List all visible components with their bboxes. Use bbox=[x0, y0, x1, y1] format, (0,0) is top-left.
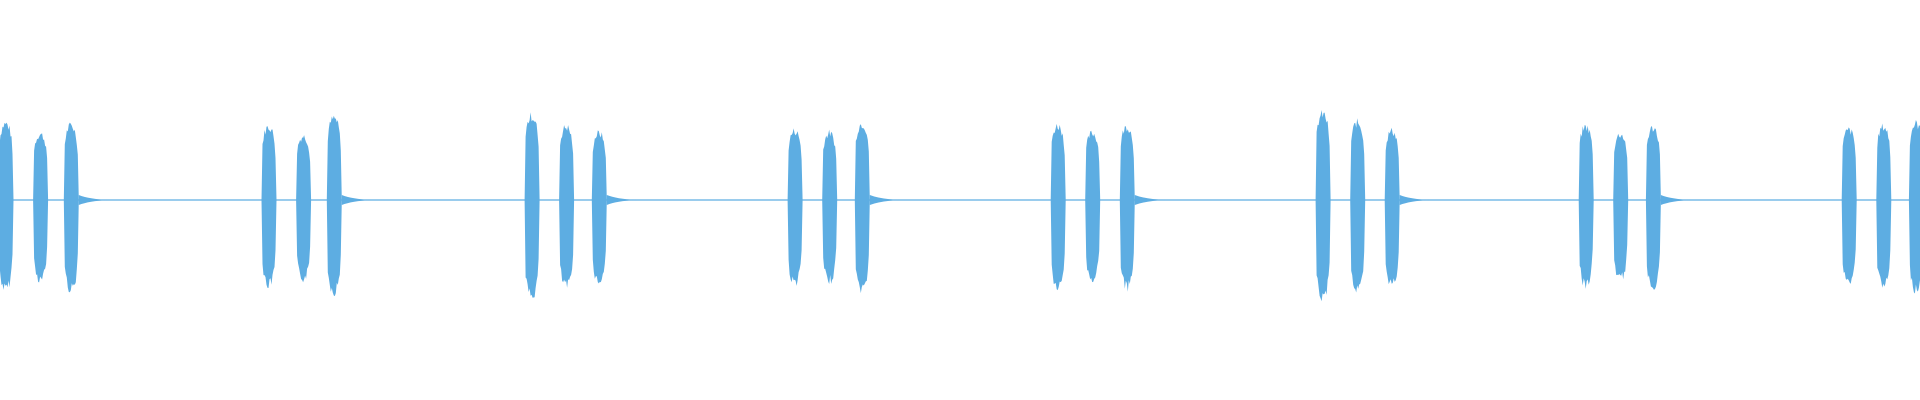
waveform-tail bbox=[1660, 195, 1691, 205]
waveform-burst bbox=[822, 129, 838, 284]
waveform-burst bbox=[63, 122, 79, 293]
waveform-burst bbox=[326, 115, 342, 297]
waveform-burst bbox=[524, 112, 540, 298]
waveform-tail bbox=[1399, 195, 1430, 205]
waveform-burst bbox=[296, 135, 312, 283]
waveform-burst bbox=[1645, 126, 1661, 290]
waveform-tail bbox=[869, 195, 900, 205]
waveform-burst bbox=[854, 124, 870, 294]
waveform-burst bbox=[787, 128, 803, 286]
waveform-burst bbox=[261, 126, 277, 288]
waveform-burst bbox=[1085, 130, 1101, 283]
waveform-burst bbox=[591, 130, 607, 284]
waveform-burst bbox=[0, 122, 14, 290]
waveform-tail bbox=[606, 195, 637, 205]
waveform-burst bbox=[1613, 133, 1629, 280]
waveform-tail bbox=[78, 195, 109, 205]
waveform-burst bbox=[1876, 123, 1892, 288]
waveform-burst bbox=[1841, 127, 1857, 284]
waveform-burst bbox=[559, 125, 575, 288]
waveform-burst bbox=[1315, 110, 1331, 302]
waveform-burst bbox=[1384, 127, 1400, 285]
waveform-burst bbox=[1119, 126, 1135, 292]
waveform-burst bbox=[1908, 120, 1920, 294]
waveform-burst bbox=[1050, 123, 1066, 291]
waveform-burst bbox=[1578, 125, 1594, 289]
waveform-burst bbox=[33, 133, 49, 283]
waveform-burst bbox=[1350, 118, 1366, 293]
waveform-tail bbox=[341, 195, 372, 205]
waveform-tail bbox=[1134, 195, 1165, 205]
